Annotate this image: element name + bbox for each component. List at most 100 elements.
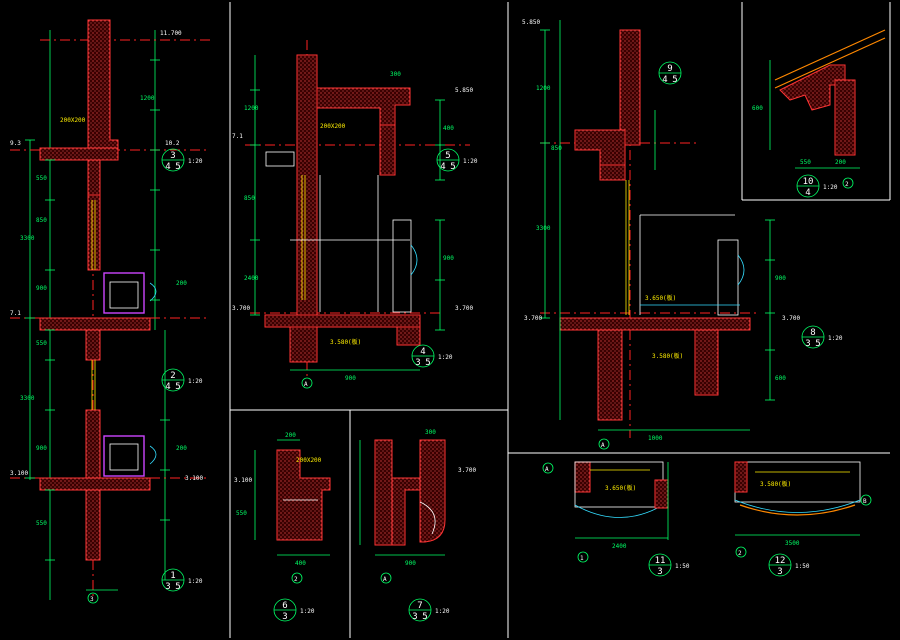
detail-label-bot: 5 [450, 162, 455, 172]
detail-label-num: 10 [803, 177, 814, 187]
dim-d6-400: 400 [295, 560, 306, 567]
axis-2-p12: 2 [738, 550, 742, 557]
detail-label-top: 3 [657, 567, 662, 577]
dim-mid-900: 900 [443, 255, 454, 262]
detail-label-top: 4 [440, 162, 445, 172]
note-r-b: 3.580(板) [652, 352, 683, 360]
dim-200-b: 200 [176, 445, 187, 452]
detail-label-num: 1 [170, 571, 175, 581]
detail-label-scale: 1:20 [188, 578, 203, 585]
detail-label-scale: 1:20 [435, 608, 450, 615]
dim-900-a: 900 [36, 285, 47, 292]
elev-mid-d: 3.700 [455, 305, 473, 312]
elev-d6: 3.100 [234, 477, 252, 484]
dim-r-600: 600 [775, 375, 786, 382]
elev-top: 11.700 [160, 30, 182, 37]
dim-d7-900: 900 [405, 560, 416, 567]
left-texts: 11.700 10.2 9.3 7.1 3.100 3.100 550 850 … [10, 30, 203, 603]
detail-label-top: 3 [415, 358, 420, 368]
dim-d10-200: 200 [835, 159, 846, 166]
elev-r-a: 5.850 [522, 19, 540, 26]
elev-e: 3.100 [10, 470, 28, 477]
elev-b: 10.2 [165, 140, 180, 147]
dim-mid-1200: 1200 [244, 105, 259, 112]
plan-11 [542, 461, 669, 563]
detail-label-num: 3 [170, 151, 175, 161]
note-left-a: 200X200 [60, 117, 86, 124]
detail-label-top: 4 [165, 162, 170, 172]
dim-mid-850: 850 [244, 195, 255, 202]
detail-label-num: 2 [170, 371, 175, 381]
axis-a-p11: A [545, 466, 549, 473]
axis-a-r: A [601, 442, 605, 449]
detail-label-top: 3 [165, 582, 170, 592]
dim-d7-300: 300 [425, 429, 436, 436]
detail-10-texts: 550 200 600 2 [752, 105, 849, 188]
dim-r-1200: 1200 [536, 85, 551, 92]
elev-c: 9.3 [10, 140, 21, 147]
note-mid-a: 3.580(板) [330, 338, 361, 346]
detail-label-top: 4 [165, 382, 170, 392]
detail-label-scale: 1:20 [463, 158, 478, 165]
dim-r-900: 900 [775, 275, 786, 282]
dim-d10-550: 550 [800, 159, 811, 166]
elev-d: 7.1 [10, 310, 21, 317]
dim-r-850: 850 [551, 145, 562, 152]
dim-mid-300: 300 [390, 71, 401, 78]
detail-label-top: 4 [662, 75, 667, 85]
axis-1-p11: 1 [580, 555, 584, 562]
elev-e2: 3.100 [185, 475, 203, 482]
axis-a-mid: A [304, 381, 308, 388]
note-p12: 3.580(板) [760, 480, 791, 488]
elev-mid-b: 3.700 [232, 305, 250, 312]
elev-d7: 3.700 [458, 467, 476, 474]
detail-label-6: 631:20 [273, 598, 315, 622]
detail-label-bot: 5 [175, 162, 180, 172]
dim-mid-400: 400 [443, 125, 454, 132]
detail-label-top: 3 [777, 567, 782, 577]
right-section [540, 20, 775, 450]
detail-label-num: 5 [445, 151, 450, 161]
right-texts: 5.850 3.700 3.700 1200 850 3300 1000 900… [522, 19, 800, 449]
note-d6: 200X200 [296, 457, 322, 464]
note-mid-b: 200X200 [320, 123, 346, 130]
dim-550-a: 550 [36, 175, 47, 182]
detail-label-scale: 1:20 [188, 378, 203, 385]
detail-6-7-texts: 3.100 3.700 200 550 400 900 300 200X200 … [234, 429, 476, 583]
dim-550-b: 550 [36, 340, 47, 347]
elev-mid-a: 7.1 [232, 133, 243, 140]
axis-3: 3 [90, 596, 94, 603]
elev-r-c: 3.700 [782, 315, 800, 322]
detail-label-num: 8 [810, 328, 815, 338]
note-p11: 3.650(板) [605, 484, 636, 492]
detail-label-scale: 1:50 [795, 563, 810, 570]
dim-p12-3500: 3500 [785, 540, 800, 547]
detail-label-num: 11 [655, 556, 666, 566]
dim-d10-600: 600 [752, 105, 763, 112]
detail-label-scale: 1:20 [300, 608, 315, 615]
note-r-a: 3.650(板) [645, 294, 676, 302]
dim-200-a: 200 [176, 280, 187, 287]
axis-b-p12: B [863, 498, 867, 505]
detail-label-bot: 5 [175, 382, 180, 392]
detail-label-scale: 1:50 [675, 563, 690, 570]
dim-mid-2400: 2400 [244, 275, 259, 282]
detail-label-top: 4 [805, 188, 810, 198]
detail-label-top: 3 [282, 612, 287, 622]
axis-a-d7: A [383, 576, 387, 583]
detail-label-11: 113 1:50 [648, 553, 690, 577]
axis-2-d6: 2 [294, 576, 298, 583]
detail-10 [769, 29, 886, 189]
detail-label-top: 3 [805, 339, 810, 349]
dim-1200: 1200 [140, 95, 155, 102]
axis-2-d10: 2 [845, 181, 849, 188]
detail-label-num: 9 [667, 64, 672, 74]
